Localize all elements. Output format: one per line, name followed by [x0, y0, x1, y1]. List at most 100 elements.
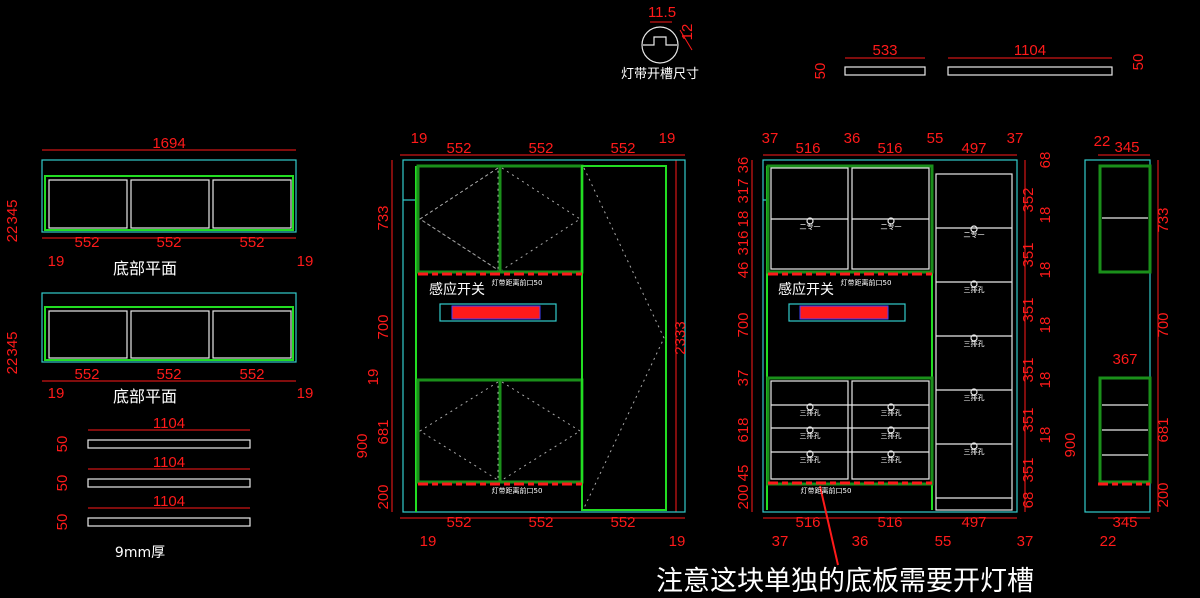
sensor-switch-label: 感应开关 [778, 281, 834, 298]
bottom-dim: 552 [528, 514, 553, 531]
hole-label: 三排孔 [964, 447, 985, 456]
right-dim: 18 [1037, 372, 1054, 389]
strip-height-dim: 50 [812, 63, 829, 80]
bottom-end-dim: 36 [852, 533, 869, 550]
top-dim: 19 [659, 130, 676, 147]
bottom-dim: 516 [877, 514, 902, 531]
right-dim: 18 [1037, 317, 1054, 334]
strip-note: 灯带距离前口50 [801, 486, 852, 495]
plan-segment-dim: 552 [156, 366, 181, 383]
plan-end-dim: 19 [297, 385, 314, 402]
top-dim: 516 [795, 140, 820, 157]
left-dim: 37 [735, 370, 752, 387]
top-strips [844, 57, 1113, 76]
side-bottom-dim: 345 [1112, 514, 1137, 531]
hole-label: 三排孔 [964, 285, 985, 294]
side-view [1084, 154, 1159, 519]
knob-label: 二专一 [964, 230, 985, 239]
left-dim: 900 [354, 433, 371, 458]
bottom-end-dim: 19 [669, 533, 686, 550]
top-dim: 497 [961, 140, 986, 157]
right-dim: 351 [1020, 457, 1037, 482]
bottom-end-dim: 19 [420, 533, 437, 550]
knob-hole-icon [887, 403, 895, 411]
board-length-dim: 1104 [153, 493, 185, 510]
side-right-dim: 733 [1155, 207, 1172, 232]
top-dim: 552 [528, 140, 553, 157]
left-dim: 618 [735, 417, 752, 442]
hole-label: 三排孔 [800, 431, 821, 440]
knob-hole-icon [887, 426, 895, 434]
slot-depth-dim: 12 [679, 24, 696, 41]
knob-hole-icon [970, 442, 978, 450]
right-dim: 351 [1020, 407, 1037, 432]
plan-edge-dim: 22 [4, 226, 21, 243]
bottom-dim: 552 [610, 514, 635, 531]
knob-label: 二专一 [881, 222, 902, 231]
right-dim: 351 [1020, 357, 1037, 382]
plan-end-dim: 19 [48, 385, 65, 402]
side-right-dim: 700 [1155, 312, 1172, 337]
top-dim: 36 [844, 130, 861, 147]
right-dim: 18 [1037, 262, 1054, 279]
slot-detail-caption: 灯带开槽尺寸 [621, 67, 699, 82]
plan-segment-dim: 552 [74, 234, 99, 251]
bottom-dim: 497 [961, 514, 986, 531]
knob-hole-icon [806, 403, 814, 411]
top-dim: 516 [877, 140, 902, 157]
left-dim: 317 [735, 178, 752, 203]
strip-length-dim: 1104 [1014, 42, 1046, 59]
plan-depth-dim: 345 [4, 199, 21, 224]
plan-segment-dim: 552 [239, 366, 264, 383]
left-dim: 19 [365, 369, 382, 386]
plan-edge-dim: 22 [4, 358, 21, 375]
knob-hole-icon [970, 225, 978, 233]
top-dim: 37 [762, 130, 779, 147]
hole-label: 三排孔 [881, 408, 902, 417]
knob-hole-icon [887, 450, 895, 458]
plan-caption: 底部平面 [113, 259, 177, 278]
plan-2 [41, 292, 297, 382]
plan-segment-dim: 552 [156, 234, 181, 251]
hole-label: 三排孔 [800, 455, 821, 464]
left-dim: 316 [735, 230, 752, 255]
leader-line [819, 485, 839, 566]
bottom-end-dim: 37 [772, 533, 789, 550]
board-height-dim: 50 [54, 475, 71, 492]
left-dim: 681 [375, 419, 392, 444]
top-dim: 552 [610, 140, 635, 157]
side-top-dim: 22 [1094, 133, 1111, 150]
strip-length-dim: 533 [872, 42, 897, 59]
strip-note: 灯带距离前口50 [492, 486, 543, 495]
plan-1 [41, 149, 297, 239]
left-dim: 45 [735, 465, 752, 482]
right-dim: 18 [1037, 427, 1054, 444]
slot-width-dim: 11.5 [648, 4, 676, 21]
side-mid-dim: 367 [1112, 351, 1137, 368]
plan-end-dim: 19 [297, 253, 314, 270]
left-dim: 200 [735, 484, 752, 509]
bottom-dim: 552 [446, 514, 471, 531]
knob-hole-icon [970, 334, 978, 342]
plan-segment-dim: 552 [74, 366, 99, 383]
side-left-dim: 900 [1062, 432, 1079, 457]
hole-label: 三排孔 [964, 393, 985, 402]
strip-note: 灯带距离前口50 [841, 278, 892, 287]
hole-label: 三排孔 [881, 431, 902, 440]
elevation-2 [751, 154, 1026, 566]
plan-segment-dim: 552 [239, 234, 264, 251]
bottom-dim: 516 [795, 514, 820, 531]
strip-height-dim: 50 [1130, 54, 1147, 71]
board-length-dim: 1104 [153, 415, 185, 432]
top-dim: 55 [927, 130, 944, 147]
hole-label: 三排孔 [964, 339, 985, 348]
sensor-switch-label: 感应开关 [429, 281, 485, 298]
bottom-end-dim: 55 [935, 533, 952, 550]
plan-depth-dim: 345 [4, 331, 21, 356]
knob-label: 二专一 [800, 222, 821, 231]
top-dim: 37 [1007, 130, 1024, 147]
knob-hole-icon [806, 217, 814, 225]
knob-hole-icon [806, 426, 814, 434]
boards [87, 429, 251, 527]
